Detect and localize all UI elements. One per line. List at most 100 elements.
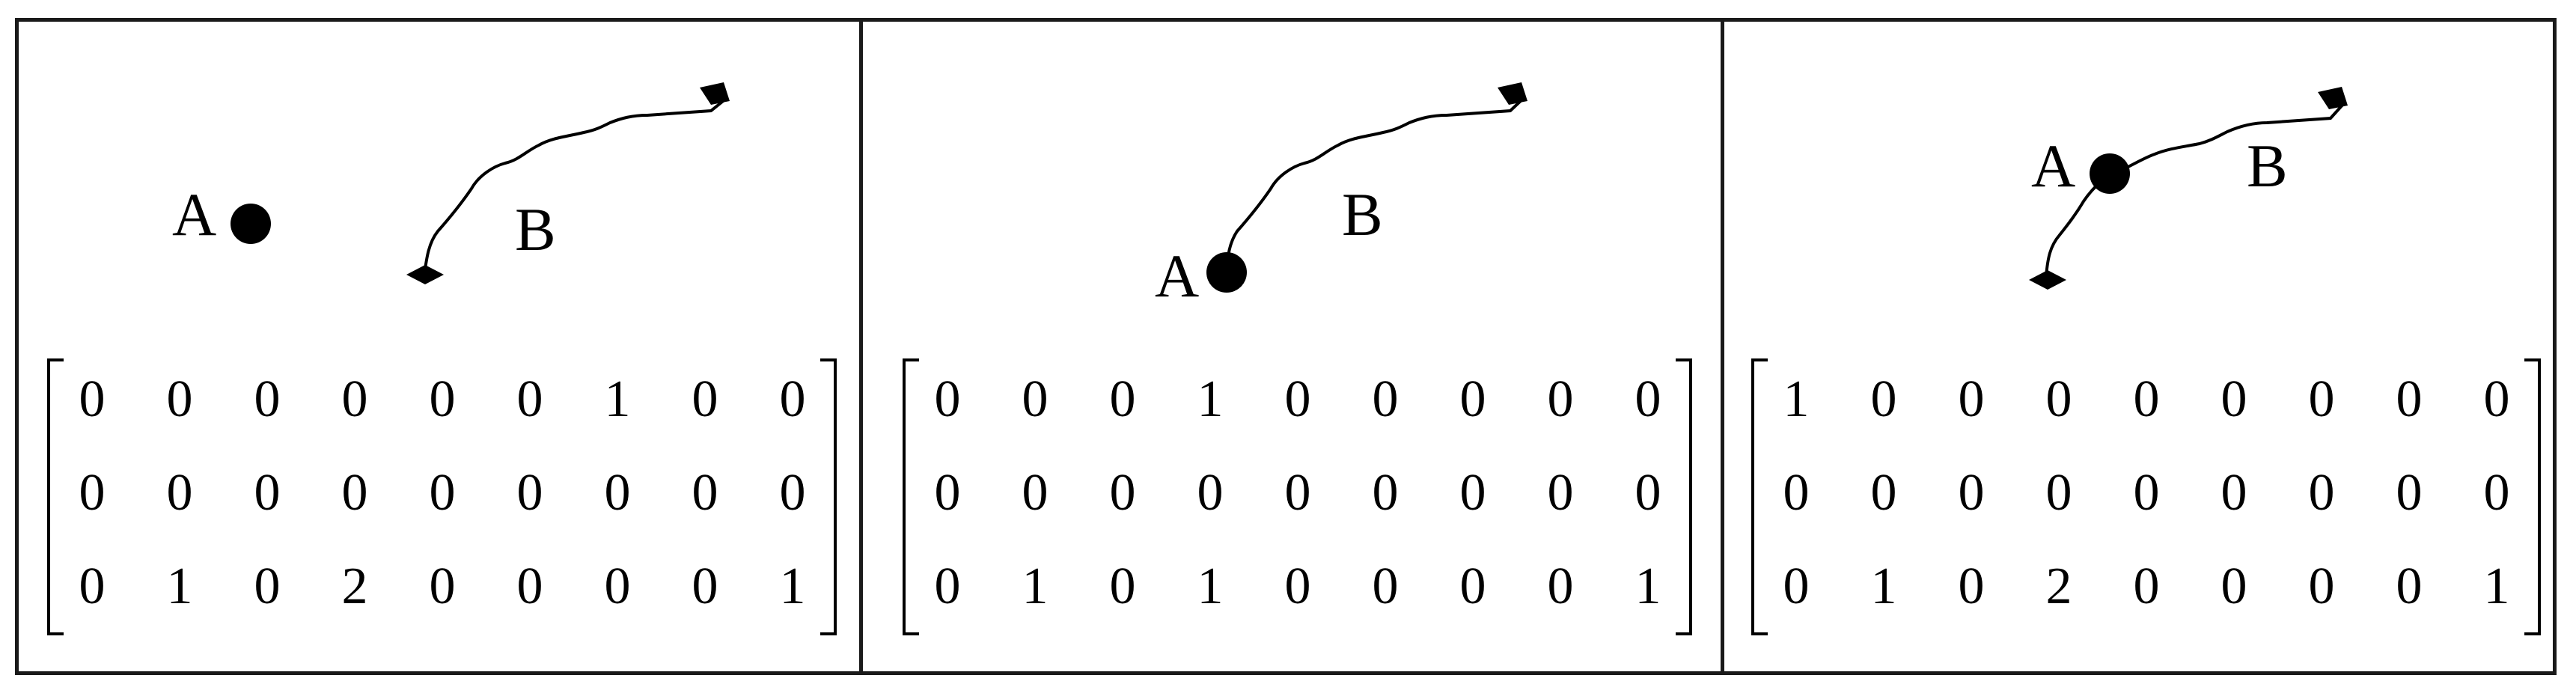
matrix-cell: 0	[1635, 370, 1661, 428]
matrix-cell: 1	[166, 558, 193, 615]
state-matrix: 0 0 0 1 0 0 0 0 0 0 0 0 0 0 0 0 0 0	[903, 358, 1692, 635]
matrix-cell: 0	[1022, 464, 1049, 522]
label-a: A	[2031, 132, 2075, 200]
matrix-cell: 0	[692, 558, 718, 615]
matrix-cell: 0	[1109, 464, 1136, 522]
matrix-left-bracket	[1751, 358, 1768, 635]
panel-3-drawing: A B	[2029, 87, 2348, 290]
matrix-cell: 1	[604, 370, 631, 428]
path-b-end-marker	[2318, 87, 2348, 109]
state-matrix: 1 0 0 0 0 0 0 0 0 0 0 0 0 0 0 0 0 0	[1751, 358, 2541, 635]
outer-frame	[15, 18, 2557, 675]
matrix-cell: 0	[779, 464, 806, 522]
label-a: A	[1155, 242, 1199, 310]
matrix-cell: 1	[1197, 558, 1224, 615]
matrix-row: 0 1 0 2 0 0 0 0 1	[47, 557, 837, 617]
matrix-row: 0 1 0 1 0 0 0 0 1	[903, 557, 1692, 617]
matrix-cell: 0	[341, 370, 368, 428]
matrix-cell: 0	[254, 558, 281, 615]
matrix-cell: 0	[1109, 558, 1136, 615]
matrix-cell: 0	[2045, 464, 2072, 522]
matrix-cell: 1	[1022, 558, 1049, 615]
label-b: B	[2247, 132, 2288, 200]
matrix-row: 0 0 0 0 0 0 0 0 0	[47, 463, 837, 523]
matrix-cell: 0	[1372, 558, 1399, 615]
matrix-cell: 0	[1459, 370, 1486, 428]
matrix-cell: 1	[1783, 370, 1810, 428]
matrix-cell: 0	[2483, 370, 2510, 428]
matrix-cell: 0	[254, 464, 281, 522]
matrix-cell: 0	[516, 370, 543, 428]
matrix-cell: 0	[1870, 370, 1897, 428]
matrix-cell: 0	[692, 370, 718, 428]
matrix-cell: 0	[1284, 370, 1311, 428]
matrix-cell: 1	[1870, 558, 1897, 615]
matrix-cell: 0	[1284, 558, 1311, 615]
matrix-cell: 0	[2133, 558, 2160, 615]
matrix-cell: 0	[1372, 464, 1399, 522]
matrix-cell: 0	[429, 558, 456, 615]
matrix-cell: 0	[692, 464, 718, 522]
matrix-cell: 0	[1635, 464, 1661, 522]
panel-1: A B 0 0 0 0 0 0 1 0 0 0 0 0 0 0	[19, 18, 859, 675]
matrix-right-bracket	[820, 358, 837, 635]
path-b-end-marker	[1498, 82, 1527, 105]
matrix-cell: 0	[1783, 464, 1810, 522]
matrix-row: 0 1 0 2 0 0 0 0 1	[1751, 557, 2541, 617]
path-b-curve	[2045, 102, 2345, 277]
matrix-cell: 0	[604, 464, 631, 522]
matrix-cell: 1	[2483, 558, 2510, 615]
matrix-cell: 0	[341, 464, 368, 522]
state-matrix: 0 0 0 0 0 0 1 0 0 0 0 0 0 0 0 0 0 0	[47, 358, 837, 635]
matrix-cell: 1	[779, 558, 806, 615]
matrix-cell: 1	[1197, 370, 1224, 428]
matrix-cell: 0	[2308, 558, 2335, 615]
label-b: B	[1342, 180, 1383, 248]
matrix-cell: 0	[166, 370, 193, 428]
matrix-cell: 0	[934, 370, 961, 428]
matrix-cell: 0	[1547, 464, 1574, 522]
matrix-cell: 0	[1547, 558, 1574, 615]
matrix-cell: 0	[2308, 370, 2335, 428]
matrix-right-bracket	[2524, 358, 2541, 635]
label-b: B	[515, 195, 556, 263]
matrix-right-bracket	[1676, 358, 1692, 635]
matrix-cell: 0	[1459, 558, 1486, 615]
path-b-start-marker	[406, 265, 444, 284]
matrix-cell: 0	[934, 558, 961, 615]
matrix-cell: 0	[2221, 370, 2247, 428]
matrix-cell: 0	[1958, 370, 1985, 428]
matrix-cell: 0	[516, 464, 543, 522]
panel-divider-1	[859, 18, 863, 675]
matrix-cell: 0	[1109, 370, 1136, 428]
matrix-cell: 0	[254, 370, 281, 428]
matrix-row: 0 0 0 1 0 0 0 0 0	[903, 370, 1692, 430]
matrix-cell: 0	[934, 464, 961, 522]
matrix-cell: 0	[2396, 370, 2423, 428]
matrix-cell: 0	[1197, 464, 1224, 522]
matrix-left-bracket	[47, 358, 64, 635]
matrix-cell: 0	[429, 370, 456, 428]
panel-1-drawing: A B	[172, 82, 730, 284]
matrix-row: 0 0 0 0 0 0 0 0 0	[1751, 463, 2541, 523]
matrix-cell: 0	[166, 464, 193, 522]
matrix-cell: 0	[1372, 370, 1399, 428]
path-b-curve	[1225, 97, 1524, 273]
matrix-cell: 0	[79, 464, 106, 522]
matrix-cell: 0	[779, 370, 806, 428]
matrix-cell: 1	[1635, 558, 1661, 615]
matrix-cell: 0	[1022, 370, 1049, 428]
panel-2: A B 0 0 0 1 0 0 0 0 0 0 0 0 0 0	[863, 18, 1721, 675]
panel-2-drawing: A B	[1155, 82, 1527, 310]
matrix-cell: 0	[1547, 370, 1574, 428]
matrix-cell: 0	[1459, 464, 1486, 522]
matrix-cell: 0	[1284, 464, 1311, 522]
matrix-cell: 0	[2221, 464, 2247, 522]
path-b-curve	[423, 97, 727, 275]
matrix-cell: 0	[429, 464, 456, 522]
panel-3: A B 1 0 0 0 0 0 0 0 0 0 0 0 0 0	[1724, 18, 2553, 675]
matrix-cell: 0	[516, 558, 543, 615]
matrix-cell: 0	[2483, 464, 2510, 522]
matrix-cell: 0	[2045, 370, 2072, 428]
